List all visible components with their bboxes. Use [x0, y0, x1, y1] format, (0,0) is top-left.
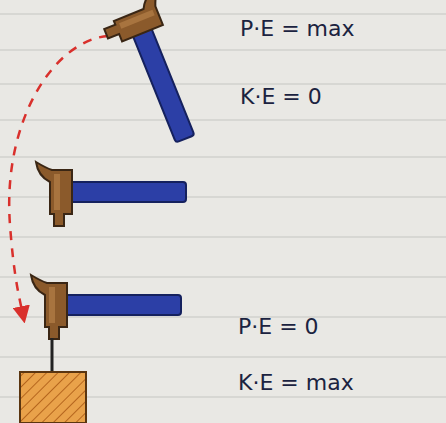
energy-label: K·E = max: [238, 370, 354, 396]
energy-label: P·E = 0: [238, 314, 319, 340]
hammer-top: [97, 0, 213, 152]
energy-label: K·E = 0: [240, 84, 322, 110]
nail: [51, 338, 54, 376]
hammer-bottom: [31, 275, 181, 339]
energy-label: P·E = max: [240, 16, 355, 42]
ruled-lines: [0, 14, 446, 397]
wood-block: [20, 372, 86, 423]
hammer-middle: [36, 162, 186, 226]
